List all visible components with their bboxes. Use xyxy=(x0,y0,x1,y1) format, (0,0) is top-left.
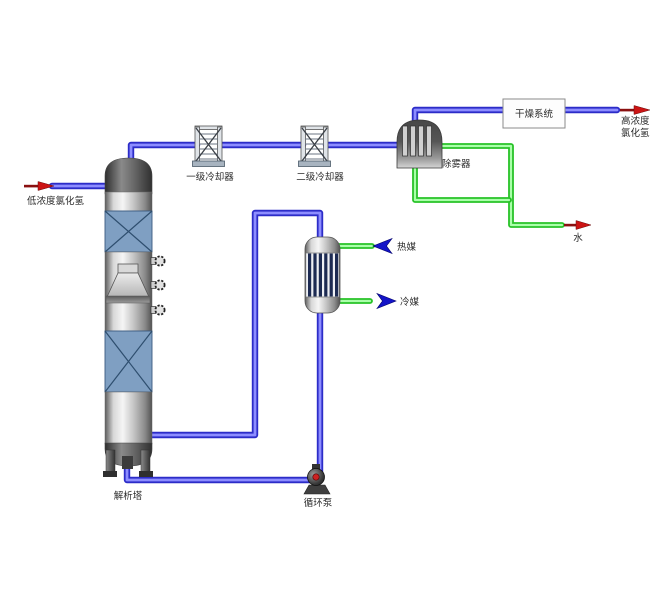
tower-distributor-cone xyxy=(105,263,151,304)
tower-packing-upper xyxy=(104,210,153,253)
pipe-tower-bottom-to-pump xyxy=(123,454,314,484)
water-outlet-arrow xyxy=(564,220,592,230)
demister xyxy=(396,119,443,169)
tower-shell-top xyxy=(104,191,153,213)
pump-label: 循环泵 xyxy=(304,497,333,509)
pipe-side-circulation-loop xyxy=(148,209,324,439)
hot-media-label: 热媒 xyxy=(397,241,417,253)
tower-label: 解析塔 xyxy=(114,490,143,502)
circulation-pump xyxy=(303,464,331,495)
first-stage-cooler xyxy=(192,125,225,167)
dryer-label: 干燥系统 xyxy=(515,108,554,120)
desorption-tower xyxy=(103,157,166,477)
demister-slots xyxy=(402,125,432,157)
second-stage-cooler xyxy=(298,125,331,167)
pump-hub xyxy=(312,473,320,481)
water-label: 水 xyxy=(573,232,583,244)
heater-tubes xyxy=(308,253,339,297)
tower-side-nozzles xyxy=(150,255,166,316)
feed-label: 低浓度氯化氢 xyxy=(27,195,85,207)
product-label-line2: 氯化氢 xyxy=(621,127,650,139)
pipe-demister-side-to-water xyxy=(435,143,565,228)
feed-inlet-arrow xyxy=(24,181,55,191)
tower-legs xyxy=(103,449,153,477)
tower-shell-bottom xyxy=(104,391,153,445)
cold-media-label: 冷媒 xyxy=(400,296,420,308)
tower-packing-lower xyxy=(104,330,153,393)
product-label-line1: 高浓度 xyxy=(621,115,650,127)
tower-bottom-nozzle xyxy=(122,456,133,469)
product-outlet-arrow xyxy=(620,105,651,115)
drying-system-box xyxy=(502,98,566,129)
circulation-heater xyxy=(304,236,341,314)
cold-media-arrow xyxy=(376,292,397,310)
cooler1-label: 一级冷却器 xyxy=(186,171,234,183)
tower-top-dome xyxy=(104,157,153,195)
demister-label: 除雾器 xyxy=(442,158,471,170)
pipe-demister-bottom-drain xyxy=(412,162,512,203)
cooler2-label: 二级冷却器 xyxy=(296,171,344,183)
hot-media-arrow xyxy=(372,237,393,255)
heater-tube-zone xyxy=(305,252,340,298)
